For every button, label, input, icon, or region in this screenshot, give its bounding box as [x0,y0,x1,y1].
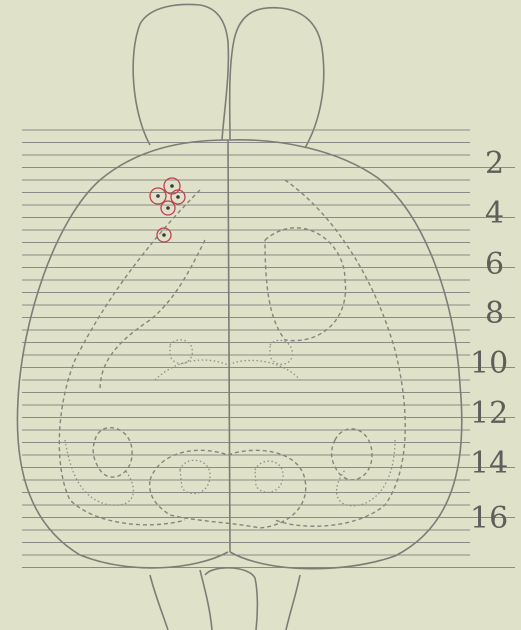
section-label-2: 2 [485,146,504,181]
dotted-loop-right [270,340,292,364]
olfactory-bulb-right [230,8,324,148]
brainstem-left [150,575,168,630]
midline [228,140,230,552]
section-level-lines [22,130,515,568]
dashed-loop-right [332,429,372,480]
brainstem-center-left [200,570,212,630]
dotted-loop-bottom-left [180,460,210,493]
section-label-14: 14 [470,446,508,481]
brainstem-right [286,575,300,630]
dashed-loop-left [93,428,132,477]
dashed-region-right-inner [265,228,346,341]
section-label-8: 8 [485,296,504,331]
dotted-loop-left [170,340,192,364]
brainstem-center [205,568,257,630]
section-label-4: 4 [485,196,504,231]
section-label-10: 10 [470,346,508,381]
left-hemisphere-outline [17,140,228,568]
dashed-region-bottom [150,450,306,528]
dashed-region-left-outer [59,190,200,525]
olfactory-bulb-left [133,4,228,145]
section-label-6: 6 [485,247,504,282]
section-label-16: 16 [470,501,508,536]
dotted-loop-bottom-right [255,461,283,492]
right-hemisphere-outline [228,140,462,569]
lesion-markers [150,178,185,242]
section-labels: 2 4 6 8 10 12 14 16 [470,146,508,536]
section-label-12: 12 [470,396,508,431]
